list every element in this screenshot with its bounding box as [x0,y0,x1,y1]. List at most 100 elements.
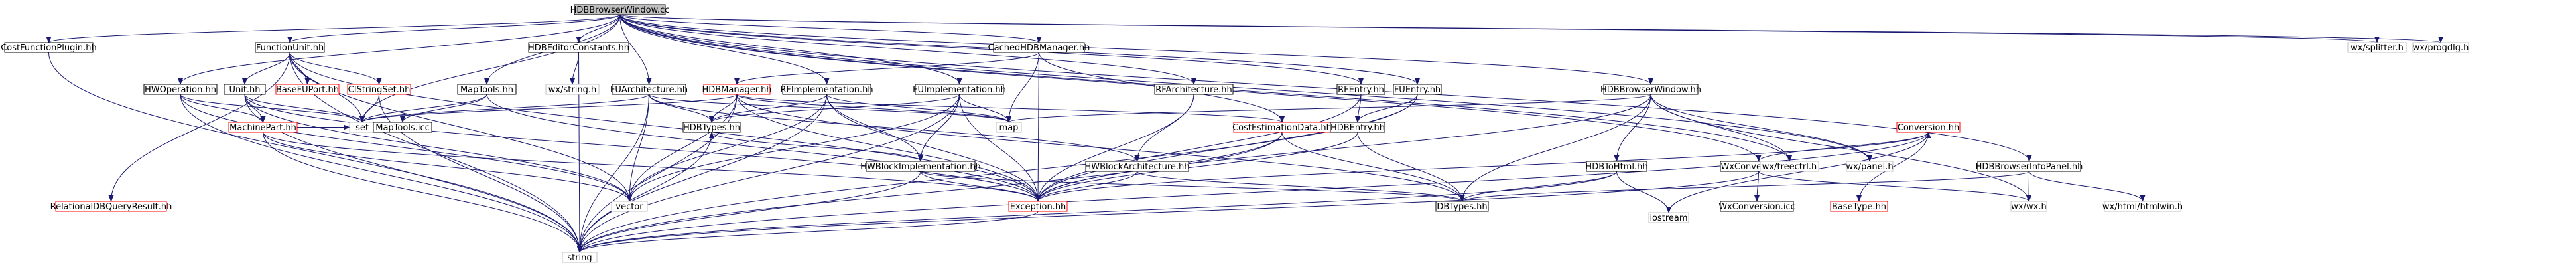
node-label-set: set [355,123,369,133]
node-label-wx_treectrl: wx/treectrl.h [1762,162,1817,172]
edge-hdb_entry-to-dbtypes [1357,132,1465,202]
node-label-cost_est: CostEstimationData.hh [1232,123,1332,133]
node-cached_hdb[interactable]: CachedHDBManager.hh [988,42,1090,53]
edge-hdb_browser_window-to-map [1006,94,1651,123]
node-label-rf_impl: RFImplementation.hh [780,85,873,95]
edge-root-to-cached_hdb [619,14,1042,43]
node-root[interactable]: HDBBrowserWindow.cc [570,4,670,15]
node-label-fu_arch: FUArchitecture.hh [610,85,688,95]
node-label-rf_arch: RFArchitecture.hh [1155,85,1232,95]
node-string[interactable]: string [562,252,598,263]
node-wxconv_icc[interactable]: WxConversion.icc [1718,201,1795,212]
node-base_fu_port[interactable]: BaseFUPort.hh [275,84,340,95]
edge-cached_hdb-to-hdbmanager [734,52,1039,85]
edge-root-to-fu_arch [619,14,652,85]
node-hdb_browser_window[interactable]: HDBBrowserWindow.hh [1600,84,1701,95]
node-label-wx_progdlg: wx/progdlg.h [2413,43,2469,53]
edge-conversion-to-iostream [1666,132,1929,213]
node-hdb_editor_const[interactable]: HDBEditorConstants.hh [528,42,629,53]
node-hw_block_impl[interactable]: HWBlockImplementation.hh [860,161,981,172]
node-cost_est[interactable]: CostEstimationData.hh [1232,122,1332,133]
node-wx_panel[interactable]: wx/panel.h [1846,161,1894,172]
node-label-base_fu_port: BaseFUPort.hh [276,85,339,95]
node-fu_unit[interactable]: FunctionUnit.hh [255,42,325,53]
node-fu_entry[interactable]: FUEntry.hh [1393,84,1442,95]
node-wx_htmlwin[interactable]: wx/html/htmlwin.h [2102,201,2183,212]
node-exception[interactable]: Exception.hh [1008,201,1068,212]
node-fu_impl[interactable]: FUImplementation.hh [913,84,1006,95]
node-costfn[interactable]: CostFunctionPlugin.hh [1,42,97,53]
edge-fu_arch-to-string [577,94,649,253]
node-wx_splitter[interactable]: wx/splitter.h [2347,42,2407,53]
edge-root-to-wx_progdlg [619,14,2443,43]
node-label-basetype: BaseType.hh [1832,202,1886,212]
node-maptools_icc[interactable]: MapTools.icc [373,122,432,133]
node-dbtypes[interactable]: DBTypes.hh [1435,201,1489,212]
node-hw_operation[interactable]: HWOperation.hh [143,84,218,95]
node-label-hdbmanager: HDBManager.hh [702,85,771,95]
node-map[interactable]: map [996,122,1022,133]
node-hdb_browser_info[interactable]: HDBBrowserInfoPanel.hh [1976,161,2083,172]
node-conversion[interactable]: Conversion.hh [1896,122,1961,133]
edge-fu_unit-to-exception [289,52,1041,202]
edge-fu_arch-to-map [649,94,1011,123]
node-machinepart[interactable]: MachinePart.hh [228,122,298,133]
node-label-vector: vector [615,202,643,212]
node-wx_string[interactable]: wx/string.h [545,84,600,95]
node-label-hdbtypes: HDBTypes.hh [683,123,740,133]
edge-rf_entry-to-exception [1035,94,1362,202]
edge-hdb_browser_window-to-dbtypes [1459,94,1651,202]
node-box-hdb_entry [1330,122,1385,133]
node-box-iostream [1648,212,1689,223]
node-label-hw_block_arch: HWBlockArchitecture.hh [1085,162,1190,172]
node-reldb[interactable]: RelationalDBQueryResult.hh [50,201,172,212]
node-wx_wx[interactable]: wx/wx.h [2010,201,2047,212]
edge-hw_operation-to-machinepart [180,94,266,123]
node-fu_arch[interactable]: FUArchitecture.hh [610,84,688,95]
edge-hdb_browser_info-to-dbtypes [1459,171,2029,202]
node-hdbtypes[interactable]: HDBTypes.hh [682,122,741,133]
node-wx_progdlg[interactable]: wx/progdlg.h [2412,42,2469,53]
edge-conversion-to-exception [1035,132,1929,202]
node-rf_entry[interactable]: RFEntry.hh [1336,84,1385,95]
edge-hdb_entry-to-exception [1035,132,1358,202]
edge-fu_impl-to-vector [627,94,960,202]
edge-hdbmanager-to-cost_est [736,94,1285,123]
node-box-fu_arch [612,84,686,95]
node-box-wx_panel [1846,161,1894,172]
edge-hw_block_impl-to-string [577,171,921,253]
edge-hw_block_arch-to-exception [1035,171,1137,202]
node-box-hdbmanager [703,84,771,95]
node-hdb_to_html[interactable]: HDBToHtml.hh [1585,161,1648,172]
node-hdbmanager[interactable]: HDBManager.hh [702,84,772,95]
edge-hdb_editor_const-to-wx_string [570,52,579,85]
node-box-cistringset [347,84,411,95]
node-rf_impl[interactable]: RFImplementation.hh [780,84,873,95]
node-vector[interactable]: vector [611,201,648,212]
node-label-hw_operation: HWOperation.hh [145,85,216,95]
edge-unit-to-vector [244,94,632,202]
node-label-rf_entry: RFEntry.hh [1338,85,1384,95]
edge-fu_entry-to-hdb_entry [1355,94,1418,123]
node-box-root [574,4,666,15]
node-unit[interactable]: Unit.hh [224,84,266,95]
node-iostream[interactable]: iostream [1648,212,1689,223]
node-cistringset[interactable]: CIStringSet.hh [347,84,411,95]
node-rf_arch[interactable]: RFArchitecture.hh [1154,84,1234,95]
node-maptools[interactable]: MapTools.hh [457,84,517,95]
node-box-base_fu_port [275,84,340,95]
node-box-machinepart [228,122,298,133]
node-box-hdbtypes [682,122,741,133]
node-set[interactable]: set [349,122,375,133]
node-hw_block_arch[interactable]: HWBlockArchitecture.hh [1085,161,1190,172]
node-basetype[interactable]: BaseType.hh [1830,201,1888,212]
edge-costfn-to-string [48,52,582,253]
node-label-fu_impl: FUImplementation.hh [913,85,1006,95]
node-label-maptools_icc: MapTools.icc [375,123,430,133]
node-label-wx_panel: wx/panel.h [1846,162,1893,172]
node-box-wx_treectrl [1760,161,1819,172]
node-box-conversion [1896,122,1961,133]
node-wx_treectrl[interactable]: wx/treectrl.h [1760,161,1819,172]
node-hdb_entry[interactable]: HDBEntry.hh [1330,122,1385,133]
edge-root-to-fu_impl [619,14,962,85]
